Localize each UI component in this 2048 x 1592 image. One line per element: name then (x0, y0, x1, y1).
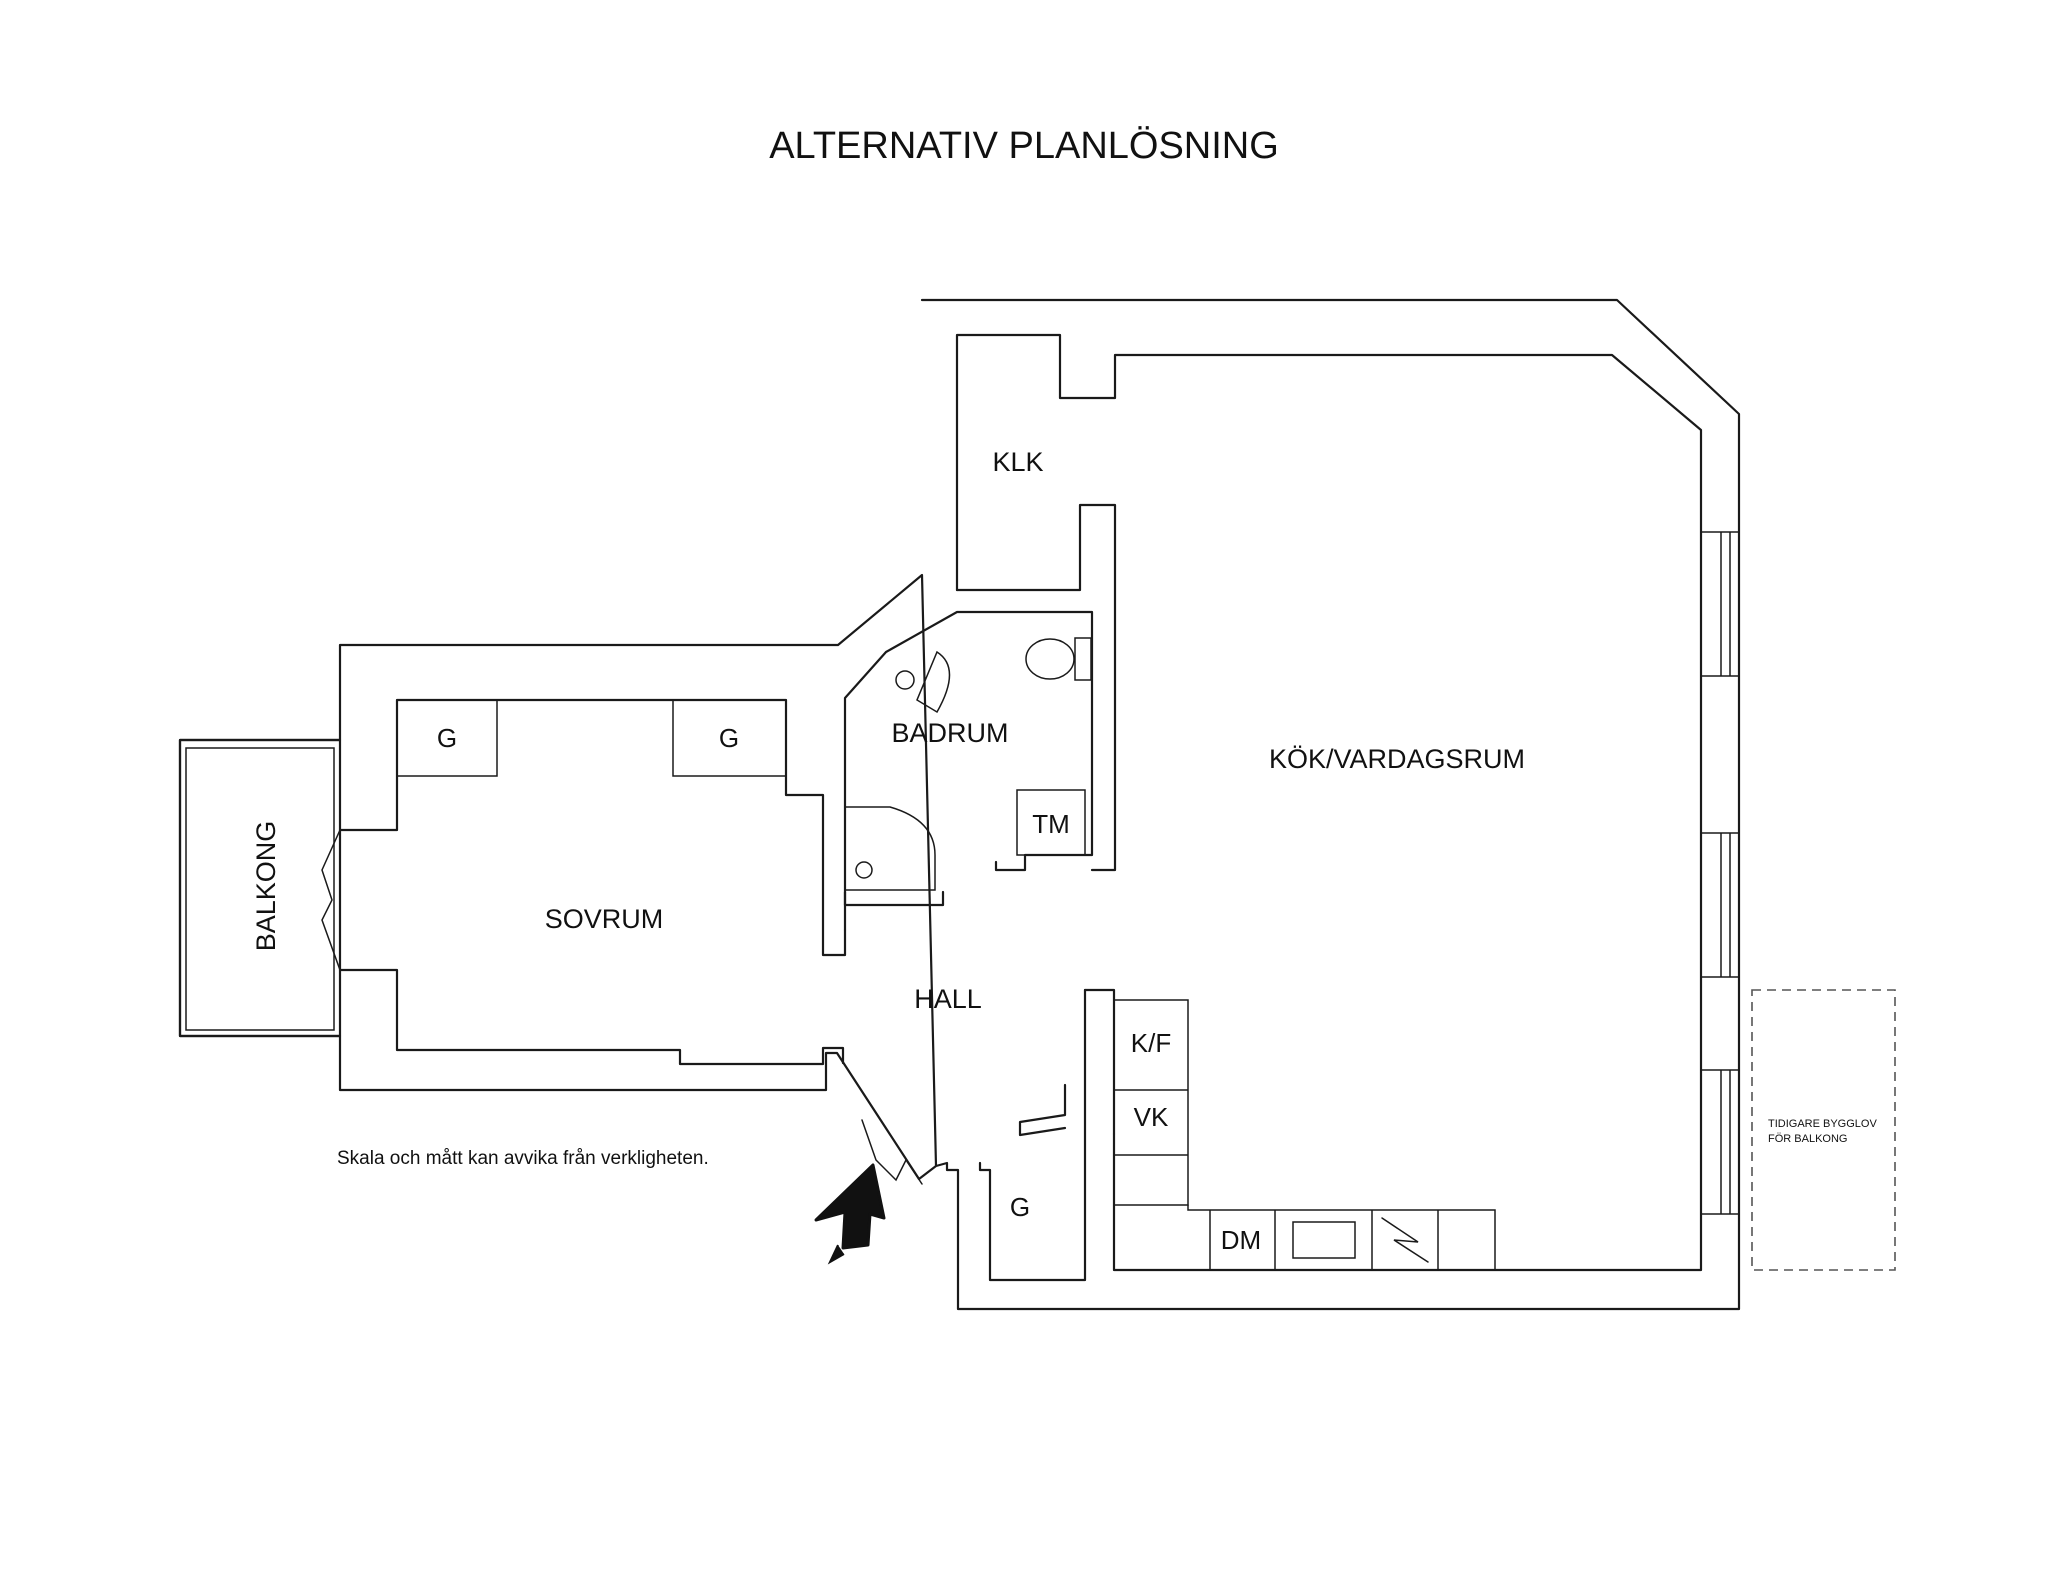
balcony-door (321, 829, 341, 971)
window-group (1700, 531, 1740, 1215)
room-label-vk: VK (1134, 1102, 1169, 1132)
room-label-g-hall: G (1010, 1192, 1030, 1222)
room-label-sovrum: SOVRUM (545, 904, 664, 934)
room-label-kf: K/F (1131, 1028, 1171, 1058)
room-label-g-sovrum-left: G (437, 723, 457, 753)
sink-icon (1292, 1221, 1356, 1259)
proposed-balcony (1751, 989, 1896, 1271)
balcony-inner (185, 747, 335, 1031)
room-label-klk: KLK (992, 447, 1043, 477)
north-arrow-icon (814, 1163, 886, 1265)
room-label-hall: HALL (914, 984, 982, 1014)
bathroom-wall (843, 610, 1094, 932)
closet-sovrum-left (396, 699, 498, 777)
kitchen-counter (1187, 1204, 1496, 1271)
kitchen-tall-units (1113, 999, 1189, 1206)
shower-icon (844, 806, 936, 891)
balcony-note-line2: FÖR BALKONG (1768, 1133, 1847, 1145)
disclaimer-text: Skala och mått kan avvika från verklighe… (337, 1148, 709, 1169)
stove-icon (1381, 1217, 1429, 1263)
room-label-balkong: BALKONG (251, 821, 281, 952)
room-label-tm: TM (1032, 809, 1070, 839)
room-label-g-sovrum-right: G (719, 723, 739, 753)
tm-box (1016, 789, 1086, 856)
bathroom-bottom-wall (843, 890, 945, 907)
toilet-icon (1025, 637, 1092, 681)
room-label-badrum: BADRUM (891, 718, 1008, 748)
closet-sovrum-right (672, 699, 787, 777)
hall-kitchen-wall (1083, 988, 1116, 1136)
hall-wall (978, 988, 1087, 1282)
sink-bathroom-icon (895, 650, 951, 714)
klk-living-wall (955, 503, 1117, 872)
entrance-door (861, 1119, 923, 1185)
balcony-note-line1: TIDIGARE BYGGLOV (1768, 1118, 1877, 1130)
plan-title: ALTERNATIV PLANLÖSNING (769, 125, 1279, 167)
room-label-dm: DM (1221, 1225, 1261, 1255)
balcony-outline (178, 738, 342, 1038)
hall-stub-wall (1018, 1083, 1067, 1137)
inner-wall-klk (955, 333, 1703, 1272)
bedroom-inner-wall (338, 698, 847, 1066)
room-label-kok-vardagsrum: KÖK/VARDAGSRUM (1269, 744, 1525, 774)
